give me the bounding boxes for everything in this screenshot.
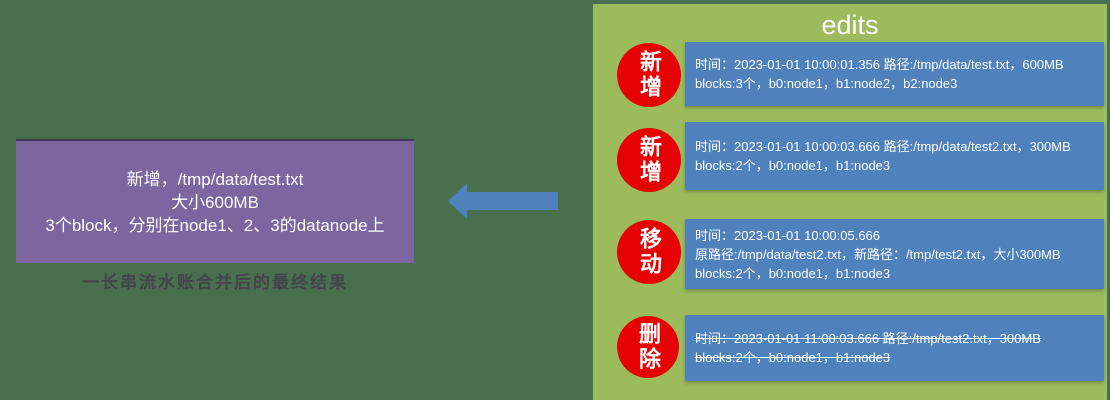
op-badge-label: 删除 [636,322,661,372]
result-line-3: 3个block，分别在node1、2、3的datanode上 [45,215,385,235]
entry-line: 时间：2023-01-01 10:00:05.666 [695,227,881,243]
result-caption: 一长串流水账合并后的最终结果 [82,273,348,292]
entry-line: 时间：2023-01-01 10:00:01.356 路径:/tmp/data/… [695,57,1064,72]
op-badge-add-2: 新增 [617,128,681,192]
entry-line: 时间：2023-01-01 10:00:03.666 路径:/tmp/data/… [695,139,1071,154]
entry-line: blocks:2个，b0:node1，b1:node3 [695,158,891,173]
merged-result-box: 新增，/tmp/data/test.txt 大小600MB 3个block，分别… [16,139,414,263]
edits-title: edits [821,10,879,40]
op-badge-delete: 删除 [617,316,679,378]
edit-entry-card-1: 时间：2023-01-01 10:00:01.356 路径:/tmp/data/… [685,42,1104,106]
op-badge-label: 新增 [637,50,662,100]
entry-line: 时间：2023-01-01 11:00:03.666 路径:/tmp/test2… [695,331,1041,346]
entry-line: blocks:2个，b0:node1，b1:node3 [695,265,891,281]
entry-line: blocks:3个，b0:node1，b1:node2，b2:node3 [695,76,958,91]
entry-line: 原路径:/tmp/data/test2.txt，新路径：/tmp/test2.t… [695,246,1061,262]
result-line-2: 大小600MB [171,192,259,212]
merge-arrow-icon [448,183,558,219]
op-badge-add-1: 新增 [617,43,681,107]
edit-entry-card-3: 时间：2023-01-01 10:00:05.666 原路径:/tmp/data… [685,219,1104,289]
edit-entry-card-2: 时间：2023-01-01 10:00:03.666 路径:/tmp/data/… [685,122,1104,190]
op-badge-move: 移动 [617,220,681,284]
op-badge-label: 移动 [637,227,662,277]
edits-panel: edits 新增 时间：2023-01-01 10:00:01.356 路径:/… [593,4,1107,400]
entry-line: blocks:2个，b0:node1，b1:node3 [695,350,891,365]
edit-entry-card-4: 时间：2023-01-01 11:00:03.666 路径:/tmp/test2… [685,315,1104,381]
op-badge-label: 新增 [637,135,662,185]
result-line-1: 新增，/tmp/data/test.txt [126,169,304,189]
